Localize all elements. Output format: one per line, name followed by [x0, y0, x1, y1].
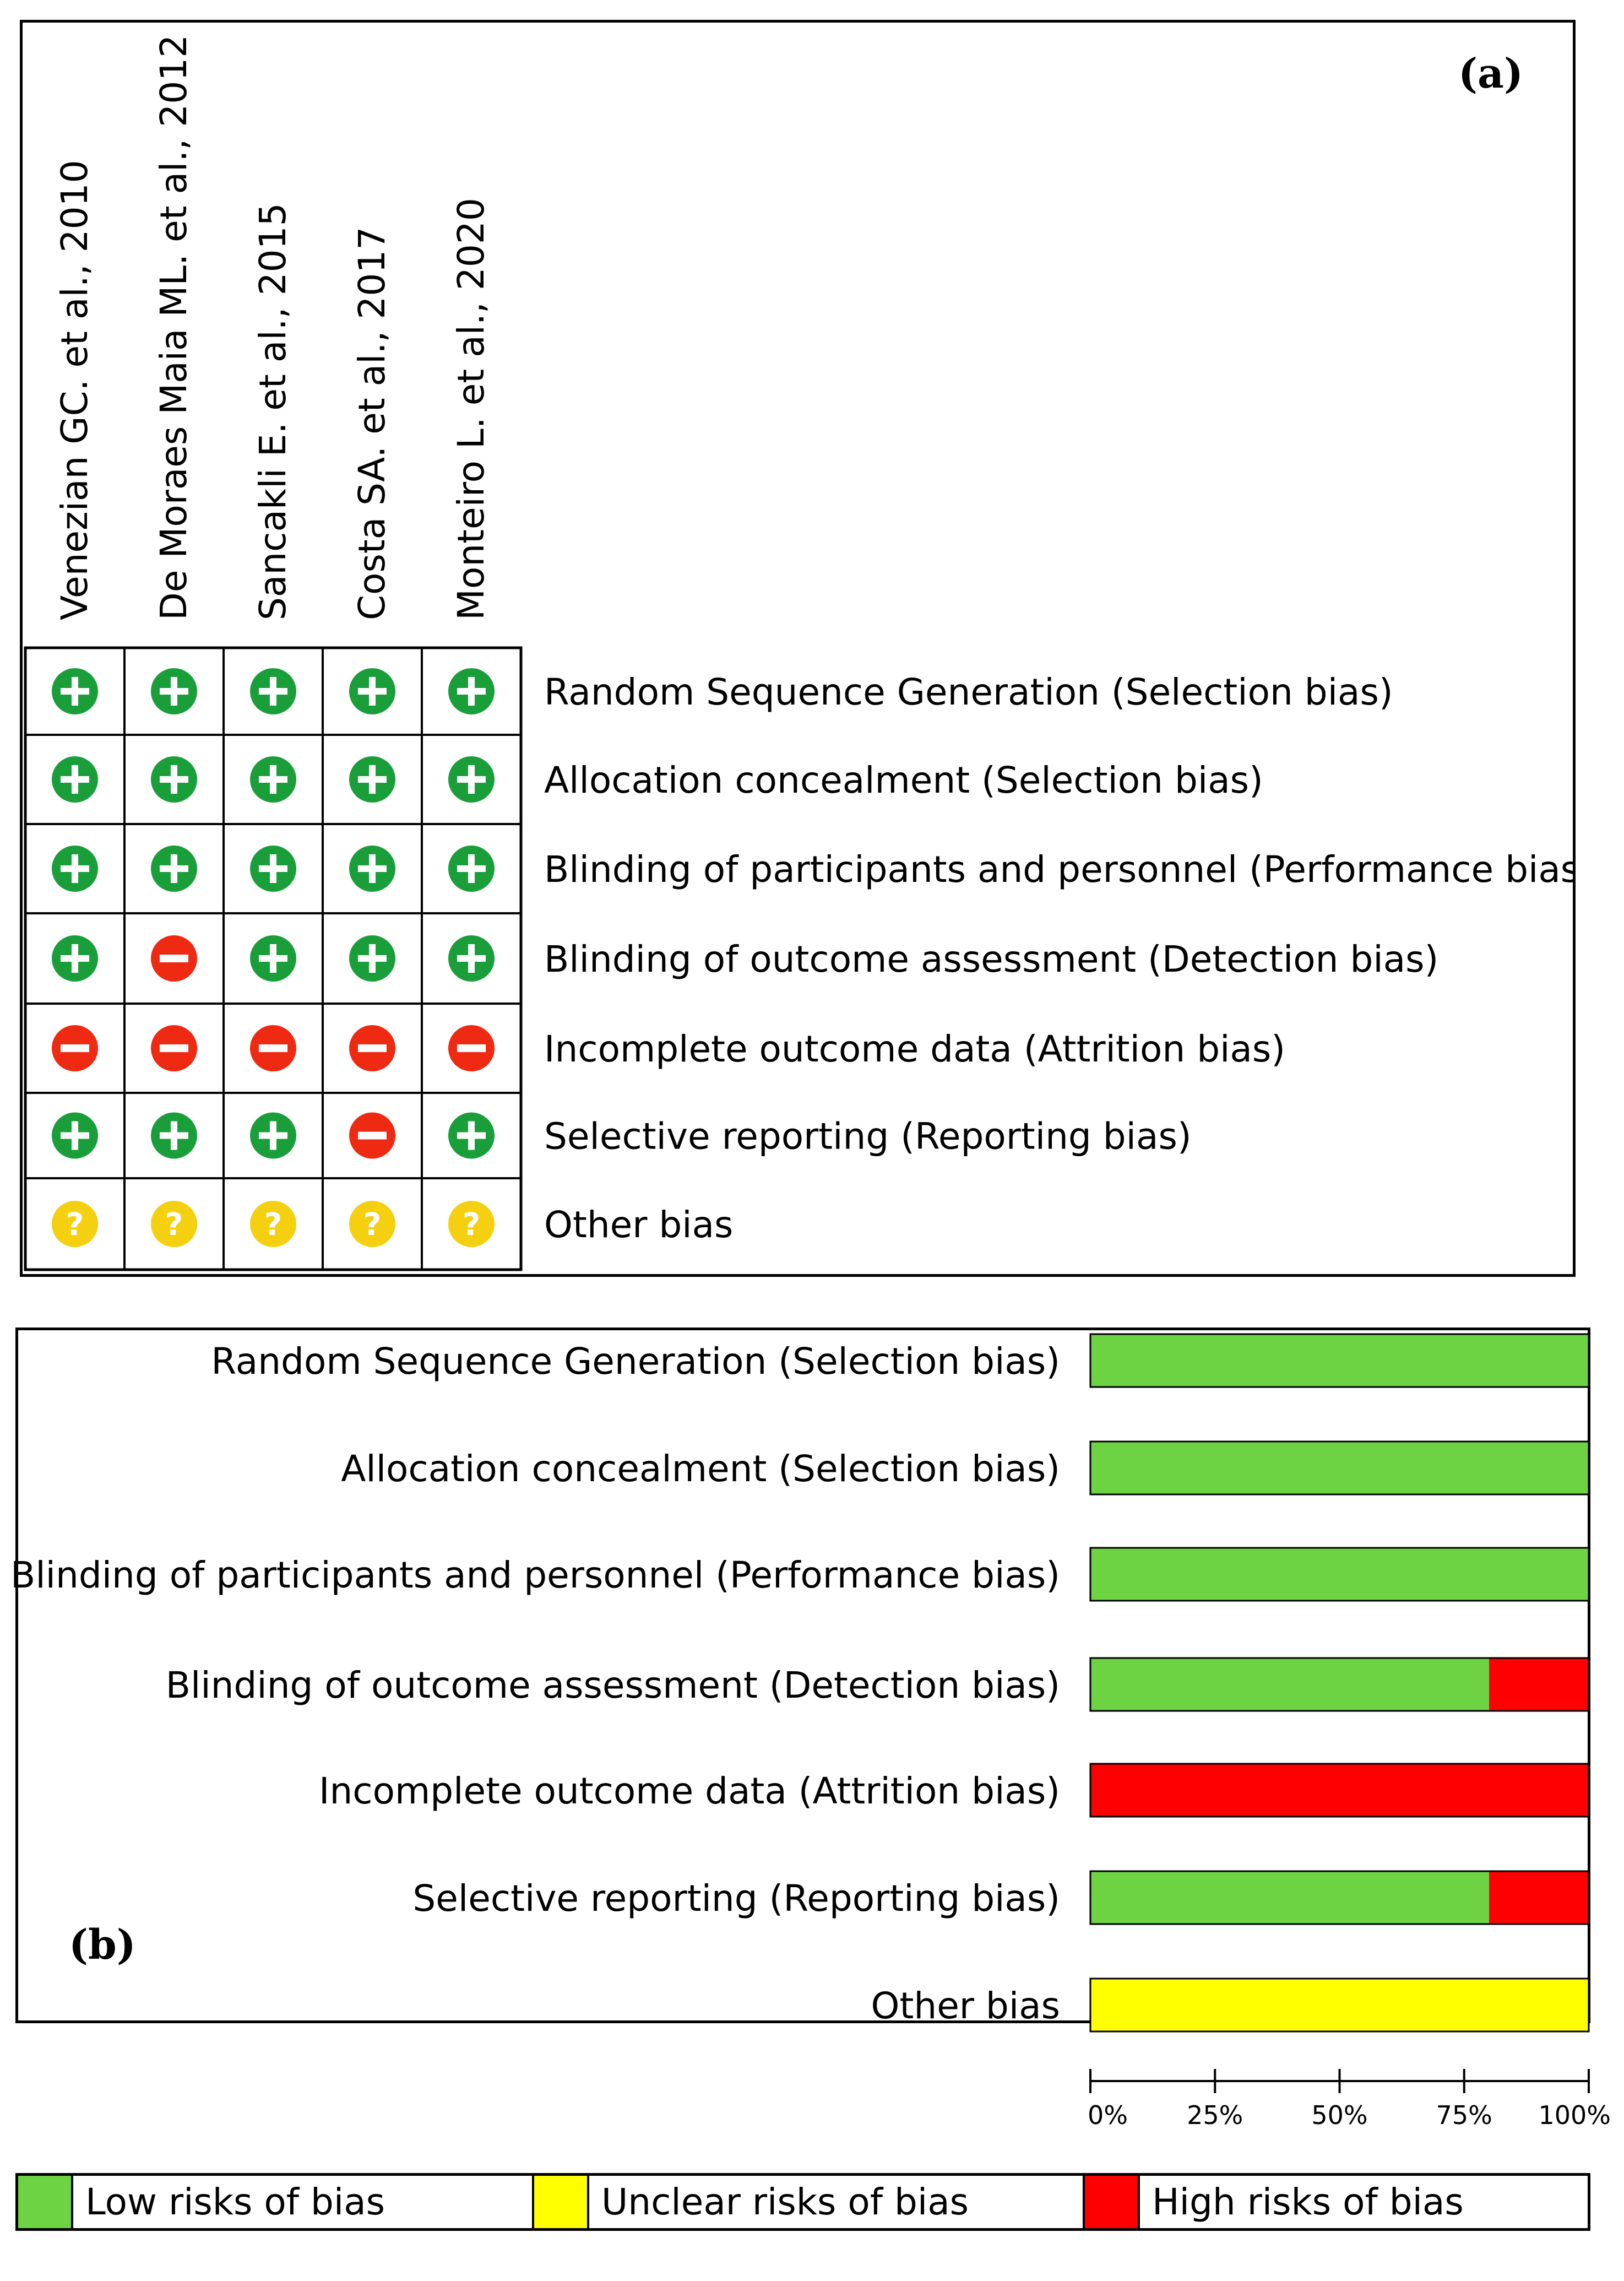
- judgement-low-icon: [349, 846, 395, 892]
- judgement-high-icon: [52, 1025, 98, 1071]
- judgement-low-icon: [448, 935, 495, 982]
- risk-of-bias-summary-panel: (a) Venezian GC. et al., 2010 De Moraes M…: [20, 20, 1576, 1277]
- judgement-low-icon: [250, 846, 296, 892]
- bias-domain-label: Other bias: [544, 1204, 733, 1246]
- bias-domain-label: Selective reporting (Reporting bias): [544, 1115, 1192, 1158]
- legend-label-unclear: Unclear risks of bias: [601, 2181, 969, 2223]
- legend-swatch-low: [18, 2176, 73, 2228]
- svg-text:?: ?: [165, 1207, 183, 1243]
- judgement-low-icon: [250, 668, 296, 714]
- bias-domain-label: Blinding of participants and personnel (…: [544, 848, 1573, 891]
- x-tick-label: 100%: [1538, 2100, 1611, 2130]
- judgement-low-icon: [151, 756, 197, 803]
- judgement-unclear-icon: ?: [151, 1201, 197, 1247]
- study-column-header: Venezian GC. et al., 2010: [53, 160, 96, 620]
- judgement-low-icon: [151, 1112, 197, 1159]
- judgement-low-icon: [52, 846, 98, 892]
- x-tick-label: 0%: [1088, 2100, 1128, 2130]
- judgement-high-icon: [151, 935, 197, 982]
- svg-text:?: ?: [463, 1207, 480, 1243]
- judgement-low-icon: [448, 668, 495, 714]
- legend-item-high: High risks of bias: [1085, 2176, 1588, 2228]
- legend-item-unclear: Unclear risks of bias: [534, 2176, 1085, 2228]
- bias-domain-label: Random Sequence Generation (Selection bi…: [544, 671, 1393, 713]
- judgement-low-icon: [52, 1112, 98, 1159]
- judgement-low-icon: [448, 756, 495, 803]
- study-column-header: De Moraes Maia ML. et al., 2012: [153, 35, 195, 620]
- judgement-unclear-icon: ?: [52, 1201, 98, 1247]
- judgement-low-icon: [349, 935, 395, 982]
- x-tick-label: 50%: [1311, 2100, 1367, 2130]
- judgement-low-icon: [250, 1112, 296, 1159]
- svg-text:?: ?: [264, 1207, 282, 1243]
- judgement-high-icon: [349, 1112, 395, 1159]
- judgement-high-icon: [151, 1025, 197, 1071]
- risk-of-bias-graph-panel: (b): [15, 1328, 1590, 2023]
- study-column-header: Sancakli E. et al., 2015: [252, 203, 294, 620]
- legend-label-low: Low risks of bias: [85, 2181, 385, 2223]
- judgement-low-icon: [52, 756, 98, 803]
- judgement-low-icon: [250, 935, 296, 982]
- judgement-low-icon: [349, 668, 395, 714]
- x-tick-label: 75%: [1436, 2100, 1492, 2130]
- panel-b-label: (b): [69, 1921, 136, 1969]
- bias-domain-label: Allocation concealment (Selection bias): [544, 759, 1263, 801]
- study-column-header: Costa SA. et al., 2017: [351, 227, 393, 620]
- bias-domain-label: Incomplete outcome data (Attrition bias): [544, 1028, 1285, 1070]
- risk-of-bias-summary-table: Venezian GC. et al., 2010 De Moraes Maia …: [24, 35, 1573, 1271]
- legend-swatch-high: [1085, 2176, 1140, 2228]
- judgement-high-icon: [250, 1025, 296, 1071]
- legend-label-high: High risks of bias: [1152, 2181, 1464, 2223]
- judgement-low-icon: [52, 668, 98, 714]
- svg-text:?: ?: [66, 1207, 84, 1243]
- judgement-unclear-icon: ?: [250, 1201, 296, 1247]
- judgement-low-icon: [250, 756, 296, 803]
- judgement-unclear-icon: ?: [349, 1201, 395, 1247]
- judgement-low-icon: [349, 756, 395, 803]
- judgement-low-icon: [448, 846, 495, 892]
- legend-swatch-unclear: [534, 2176, 589, 2228]
- judgement-high-icon: [448, 1025, 495, 1071]
- x-tick-label: 25%: [1187, 2100, 1243, 2130]
- chart-legend: Low risks of bias Unclear risks of bias …: [15, 2173, 1590, 2231]
- judgement-unclear-icon: ?: [448, 1201, 495, 1247]
- study-column-header: Monteiro L. et al., 2020: [450, 198, 492, 620]
- judgement-low-icon: [151, 668, 197, 714]
- judgement-high-icon: [349, 1025, 395, 1071]
- judgement-low-icon: [151, 846, 197, 892]
- panel-a-label: (a): [1458, 50, 1523, 97]
- legend-item-low: Low risks of bias: [18, 2176, 534, 2228]
- judgement-low-icon: [52, 935, 98, 982]
- svg-text:?: ?: [363, 1207, 381, 1243]
- judgement-low-icon: [448, 1112, 495, 1159]
- bias-domain-label: Blinding of outcome assessment (Detectio…: [544, 938, 1438, 980]
